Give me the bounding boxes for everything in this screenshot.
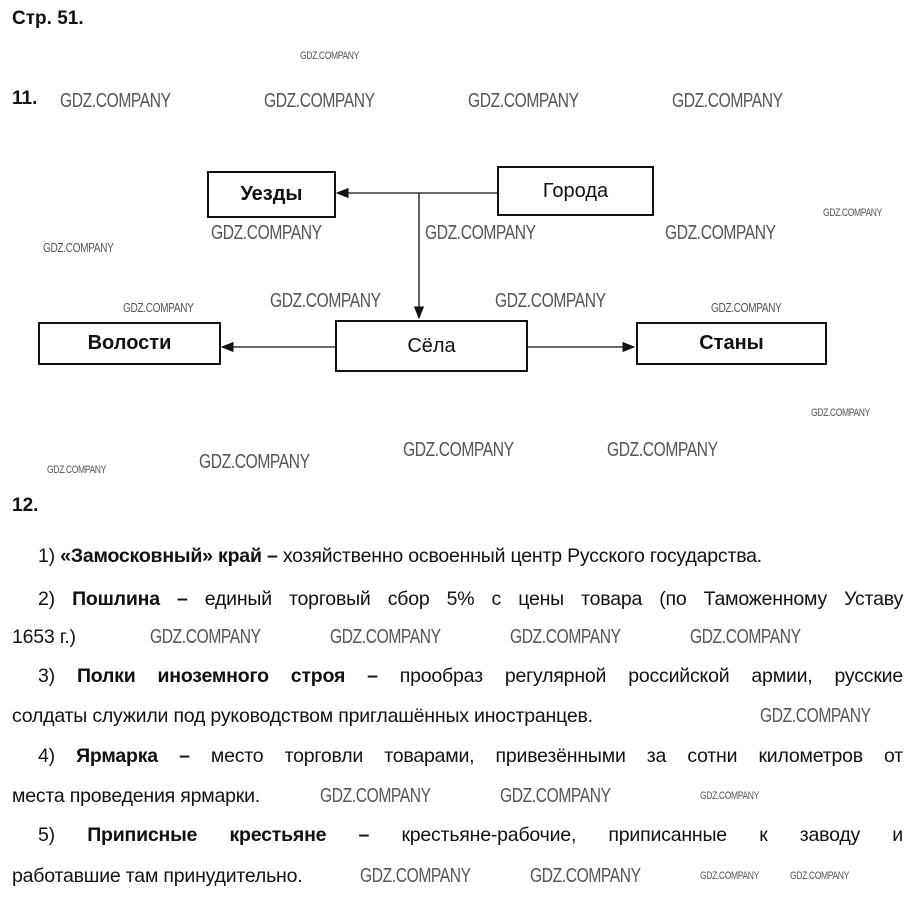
node-sela: Сёла [335,320,528,372]
node-stany: Станы [636,322,827,365]
item-definition: прообраз регулярной российской армии, ру… [399,665,904,687]
item-number: 1) [38,545,55,567]
item-2: 2) Пошлина – единый торговый сбор 5% с ц… [38,588,903,611]
task-11-number: 11. [12,88,38,109]
item-3-cont: солдаты служили под руководством приглаш… [12,705,593,727]
item-definition: хозяйственно освоенный центр Русского го… [282,545,763,567]
item-term: «Замосковный» край [60,545,262,567]
item-2-cont: 1653 г.) [12,626,76,648]
item-dash: – [157,745,211,767]
item-definition: единый торговый сбор 5% с цены товара (п… [204,588,903,610]
node-goroda: Города [497,166,654,216]
item-4-cont: места проведения ярмарки. [12,785,260,807]
page-label: Стр. 51. [12,8,84,29]
item-number: 5) [38,824,55,846]
item-dash: – [159,588,205,610]
node-uezdy: Уезды [207,171,336,218]
item-1: 1) «Замосковный» край – хозяйственно осв… [38,545,762,568]
item-3: 3) Полки иноземного строя – прообраз рег… [38,665,903,688]
item-5: 5) Приписные крестьяне – крестьяне-рабоч… [38,824,903,847]
item-definition: место торговли товарами, привезёнными за… [210,745,903,767]
item-term: Ярмарка [76,745,158,767]
item-definition: крестьяне-рабочие, приписанные к заводу … [401,824,903,846]
item-number: 2) [38,588,55,610]
item-number: 3) [38,665,55,687]
item-5-cont: работавшие там принудительно. [12,865,303,887]
node-volosti: Волости [38,322,221,365]
item-term: Пошлина [72,588,160,610]
task-12-number: 12. [12,495,39,516]
item-term: Полки иноземного строя [76,665,346,687]
item-term: Приписные крестьяне [87,824,327,846]
item-number: 4) [38,745,55,767]
item-dash: – [345,665,400,687]
item-dash: – [326,824,402,846]
item-4: 4) Ярмарка – место торговли товарами, пр… [38,745,903,768]
item-dash: – [261,545,283,567]
